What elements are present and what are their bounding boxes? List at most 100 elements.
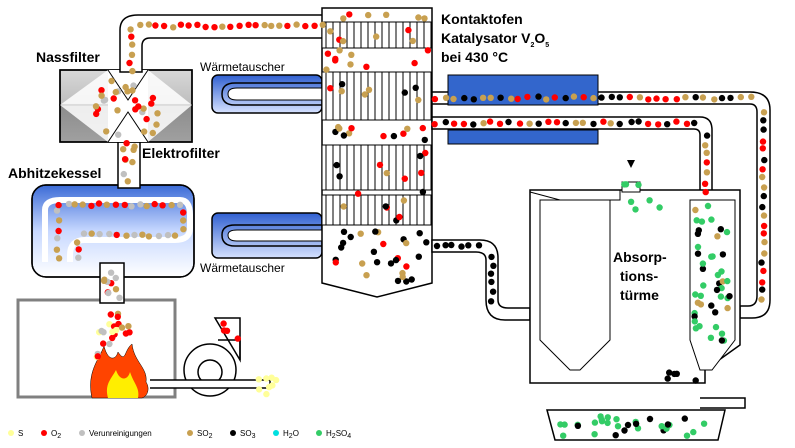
particle: [100, 277, 108, 284]
particle: [338, 81, 346, 88]
particle: [693, 217, 700, 224]
particle: [699, 260, 707, 267]
particle: [682, 94, 689, 101]
particle: [128, 51, 136, 58]
particle: [470, 121, 477, 128]
particle: [269, 382, 276, 389]
particle: [128, 33, 135, 40]
particle: [126, 59, 133, 67]
particle: [487, 270, 495, 277]
particle: [727, 94, 734, 102]
particle: [621, 427, 628, 434]
legend-swatch-so3: [230, 430, 236, 436]
particle: [130, 82, 137, 89]
particle: [396, 213, 403, 221]
particle: [123, 232, 130, 239]
particle: [415, 14, 422, 21]
particle: [220, 320, 227, 327]
particle: [324, 50, 332, 57]
heat-exchanger-block-lower: [447, 129, 599, 145]
particle: [129, 158, 136, 166]
particle: [340, 15, 347, 22]
particle: [726, 293, 733, 300]
particle: [255, 376, 262, 383]
particle: [699, 265, 707, 272]
particle: [419, 188, 427, 196]
particle: [490, 262, 497, 269]
particle: [692, 94, 699, 101]
particle: [101, 96, 109, 104]
particle: [572, 119, 580, 127]
particle: [560, 432, 567, 439]
particle: [723, 228, 731, 236]
particle: [151, 200, 158, 208]
particle: [127, 26, 134, 33]
particle: [131, 143, 138, 150]
particle: [421, 15, 428, 22]
particle: [155, 232, 163, 240]
particle: [185, 22, 192, 29]
particle: [171, 232, 179, 239]
label-absorption-3: türme: [620, 287, 659, 303]
particle: [666, 369, 673, 376]
label-kontaktofen: Kontaktofen: [441, 11, 523, 27]
particle: [508, 95, 515, 102]
particle: [690, 428, 697, 436]
particle: [418, 169, 425, 177]
particle: [535, 120, 542, 127]
pipe-air-feed: [150, 379, 271, 389]
particle: [106, 230, 113, 238]
particle: [392, 256, 400, 264]
particle: [120, 170, 128, 178]
particle: [340, 132, 348, 139]
particle: [403, 278, 410, 285]
particle: [598, 418, 606, 425]
particle: [635, 181, 642, 189]
particle: [383, 169, 390, 177]
particle: [131, 97, 139, 104]
particle: [159, 202, 166, 209]
particle: [683, 432, 691, 439]
particle: [557, 421, 564, 428]
particle: [122, 330, 130, 337]
catalyst-tray: [321, 194, 433, 226]
particle: [636, 94, 644, 101]
particle: [562, 94, 569, 102]
particle: [234, 335, 241, 342]
particle: [71, 201, 78, 208]
particle: [691, 318, 698, 325]
particle: [276, 22, 283, 29]
particle: [673, 96, 680, 103]
particle: [645, 96, 652, 103]
particle: [255, 386, 263, 393]
particle: [103, 128, 110, 135]
particle: [516, 120, 524, 127]
particle: [408, 276, 415, 283]
particle: [417, 152, 424, 160]
particle: [164, 231, 172, 239]
particle: [496, 120, 504, 128]
particle: [404, 125, 411, 132]
particle: [373, 259, 381, 266]
particle: [107, 269, 115, 276]
particle: [683, 120, 691, 128]
particle: [760, 117, 767, 124]
particle: [758, 296, 765, 303]
label-absorption-1: Absorp-: [613, 249, 667, 265]
particle: [761, 156, 768, 164]
particle: [180, 209, 187, 216]
particle: [323, 66, 330, 73]
particle: [100, 340, 107, 347]
particle: [160, 22, 168, 30]
particle: [103, 201, 111, 208]
particle: [694, 243, 702, 251]
particle: [470, 96, 477, 103]
particle: [135, 103, 142, 110]
particle: [653, 95, 660, 102]
particle: [461, 94, 468, 102]
particle: [442, 242, 449, 249]
label-temperature: bei 430 °C: [441, 49, 508, 65]
particle: [345, 130, 353, 137]
particle: [760, 222, 768, 230]
particle: [695, 227, 702, 234]
